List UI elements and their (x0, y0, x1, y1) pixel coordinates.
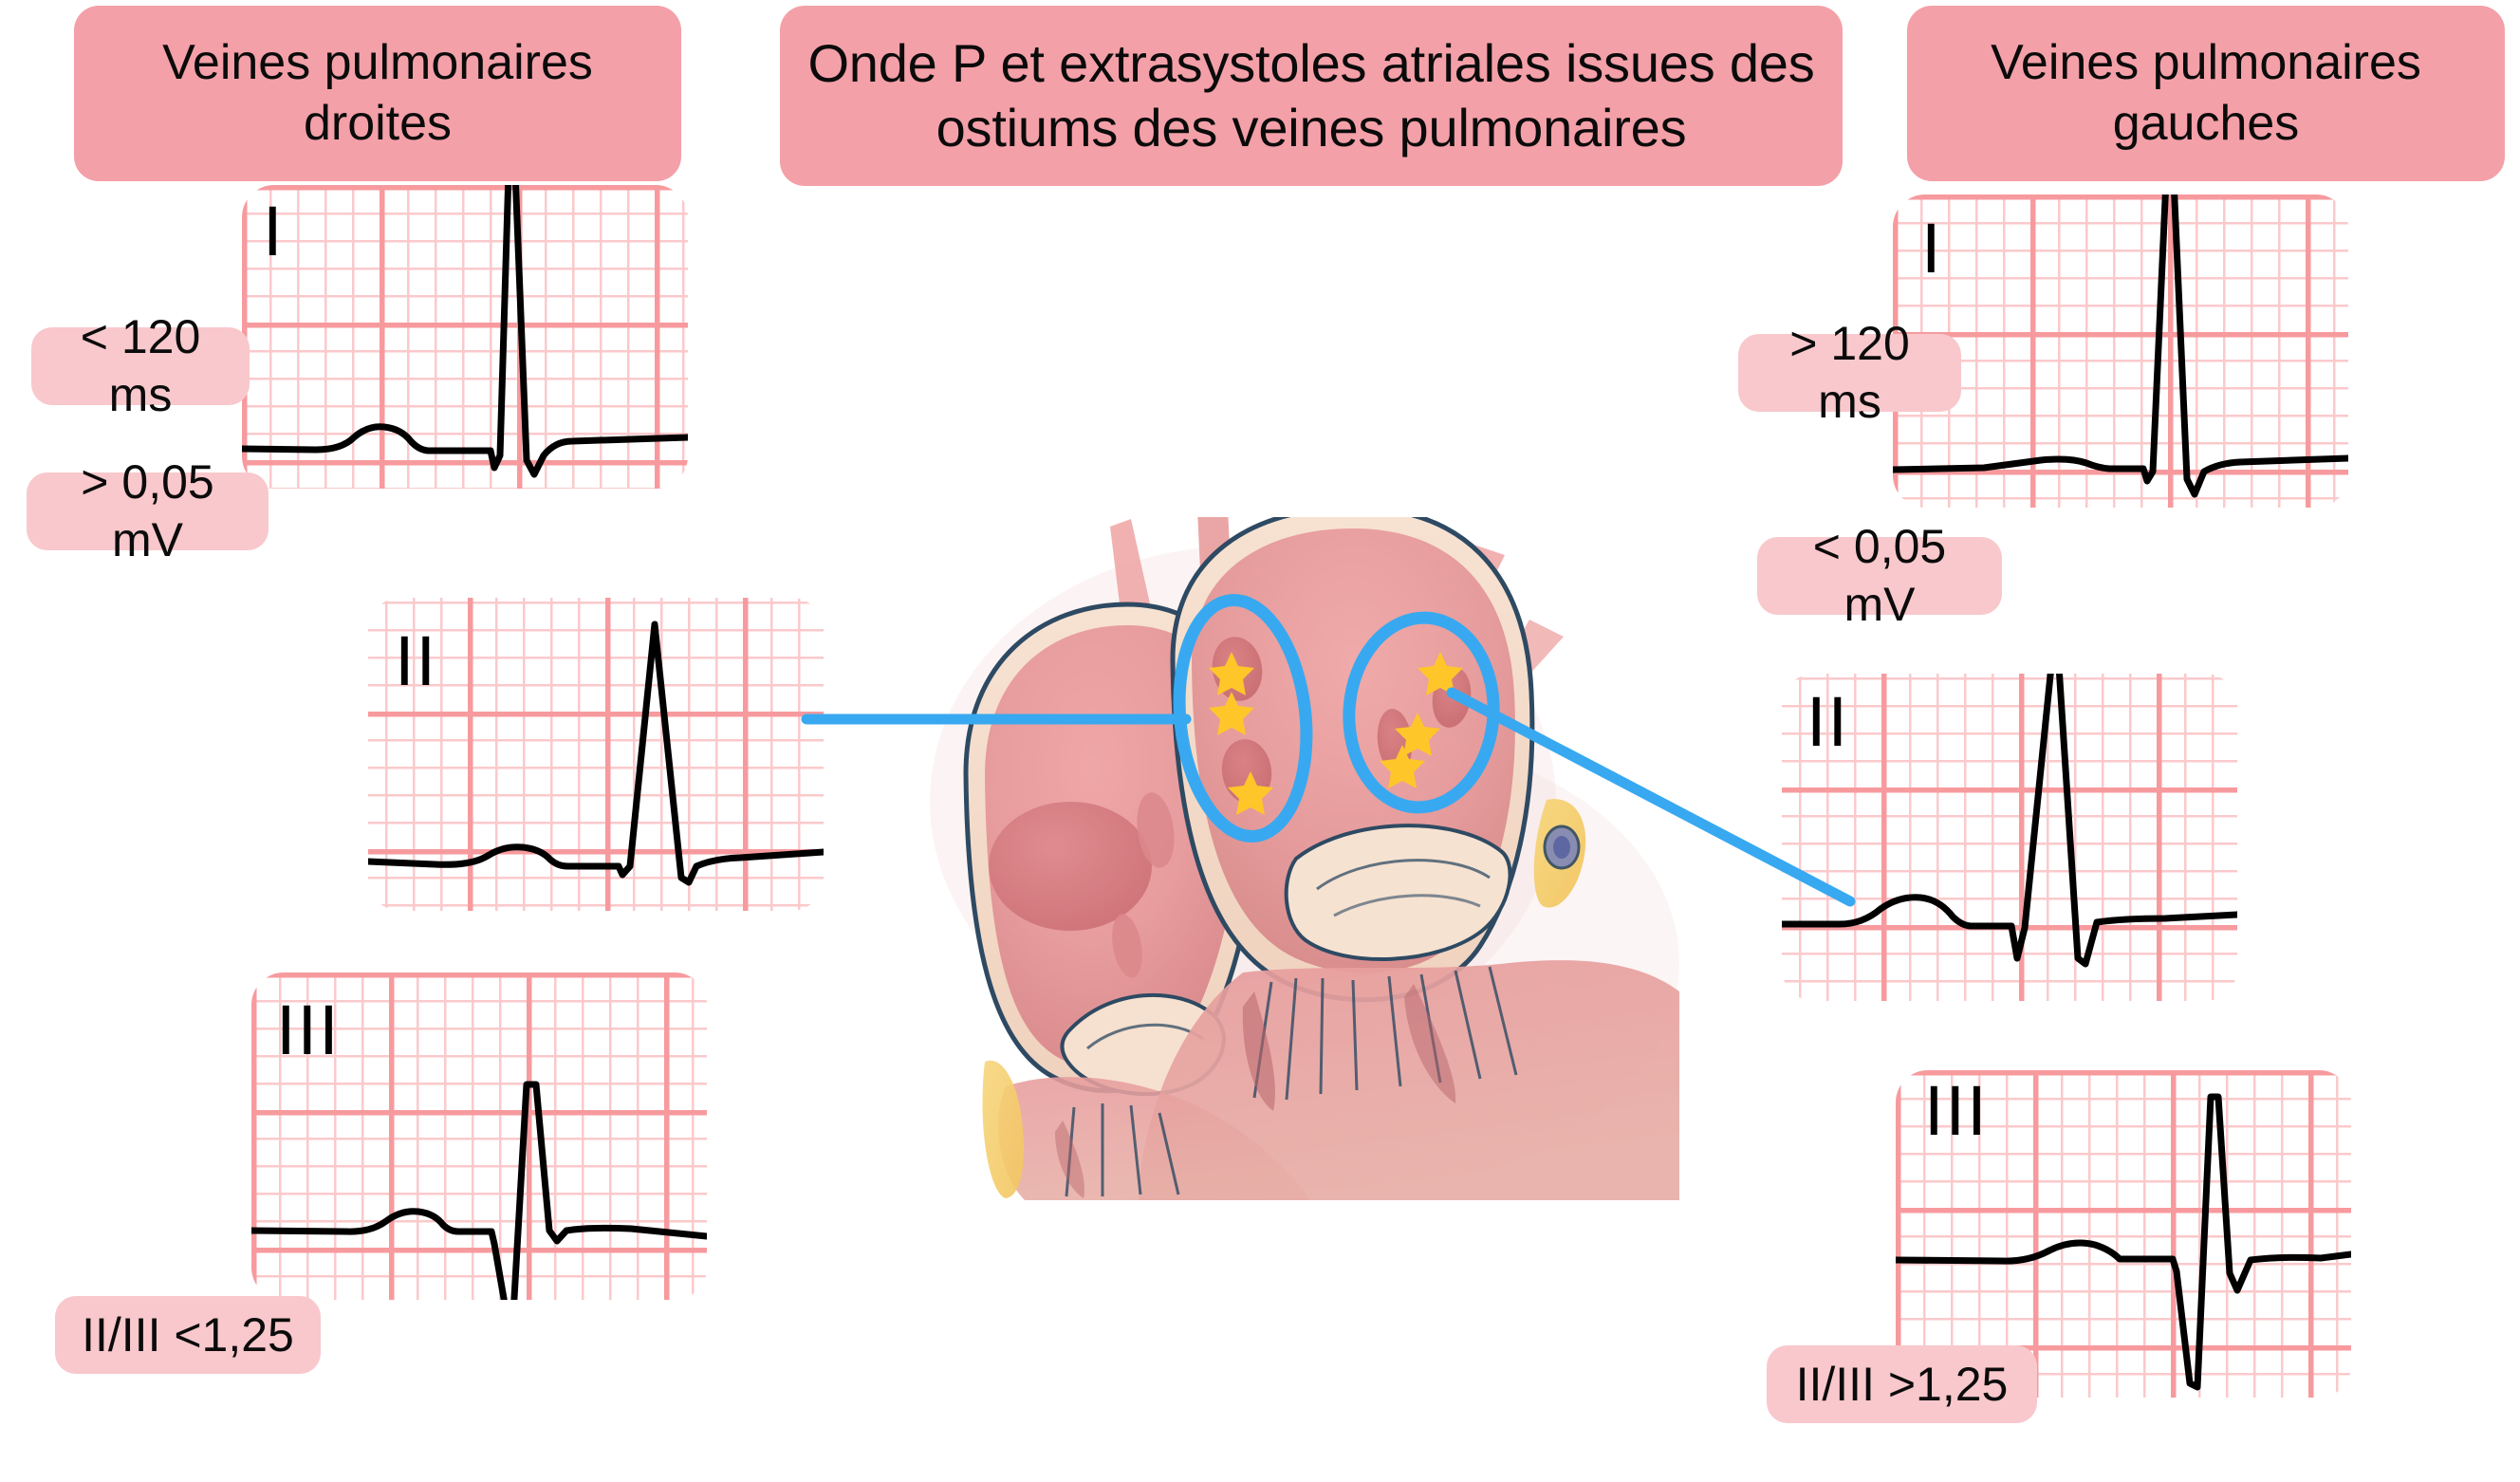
ecg-panel-right-lead-II: II (1782, 674, 2237, 1001)
ecg-panel-left-lead-I: I (242, 185, 688, 489)
ecg-lead-label: III (276, 991, 341, 1069)
heart-illustration (930, 517, 1679, 1200)
ecg-grid (1893, 195, 2348, 508)
left-badge-amplitude: > 0,05 mV (27, 455, 269, 566)
ecg-panel-right-lead-I: I (1893, 195, 2348, 508)
ecg-panel-left-lead-III: III (251, 973, 707, 1300)
right-badge-amplitude: < 0,05 mV (1757, 520, 2002, 631)
ecg-waveform-trace (1893, 195, 2348, 498)
left-panel-heading: Veines pulmonaires droites (74, 6, 681, 181)
ecg-lead-label: I (1921, 209, 1943, 287)
left-badge-ratio: II/III <1,25 (55, 1296, 321, 1374)
ecg-waveform-trace (251, 1081, 707, 1300)
right-badge-ratio: II/III >1,25 (1767, 1345, 2037, 1423)
ecg-panel-left-lead-II: II (368, 598, 824, 911)
ecg-grid (251, 973, 707, 1300)
ecg-grid (1896, 1070, 2351, 1398)
ecg-lead-label: II (395, 621, 438, 700)
right-pulmonary-vein-highlight (1173, 593, 1313, 843)
ecg-grid (1782, 674, 2237, 1001)
left-badge-duration: < 120 ms (31, 310, 250, 421)
ostium-star-markers (1209, 652, 1463, 815)
connector-left (801, 713, 1192, 725)
ecg-lead-label: I (263, 192, 285, 270)
connector-right (1446, 687, 1856, 907)
ecg-waveform-trace (1896, 1093, 2351, 1391)
ecg-panel-right-lead-III: III (1896, 1070, 2351, 1398)
page-title: Onde P et extrasystoles atriales issues … (780, 6, 1843, 186)
ecg-waveform-trace (368, 621, 824, 886)
right-badge-duration: > 120 ms (1738, 317, 1961, 428)
ecg-waveform-trace (1782, 674, 2237, 968)
right-panel-heading: Veines pulmonaires gauches (1907, 6, 2505, 181)
ecg-waveform-trace (242, 185, 688, 478)
ecg-lead-label: III (1924, 1071, 1989, 1150)
ecg-lead-label: II (1807, 682, 1850, 761)
